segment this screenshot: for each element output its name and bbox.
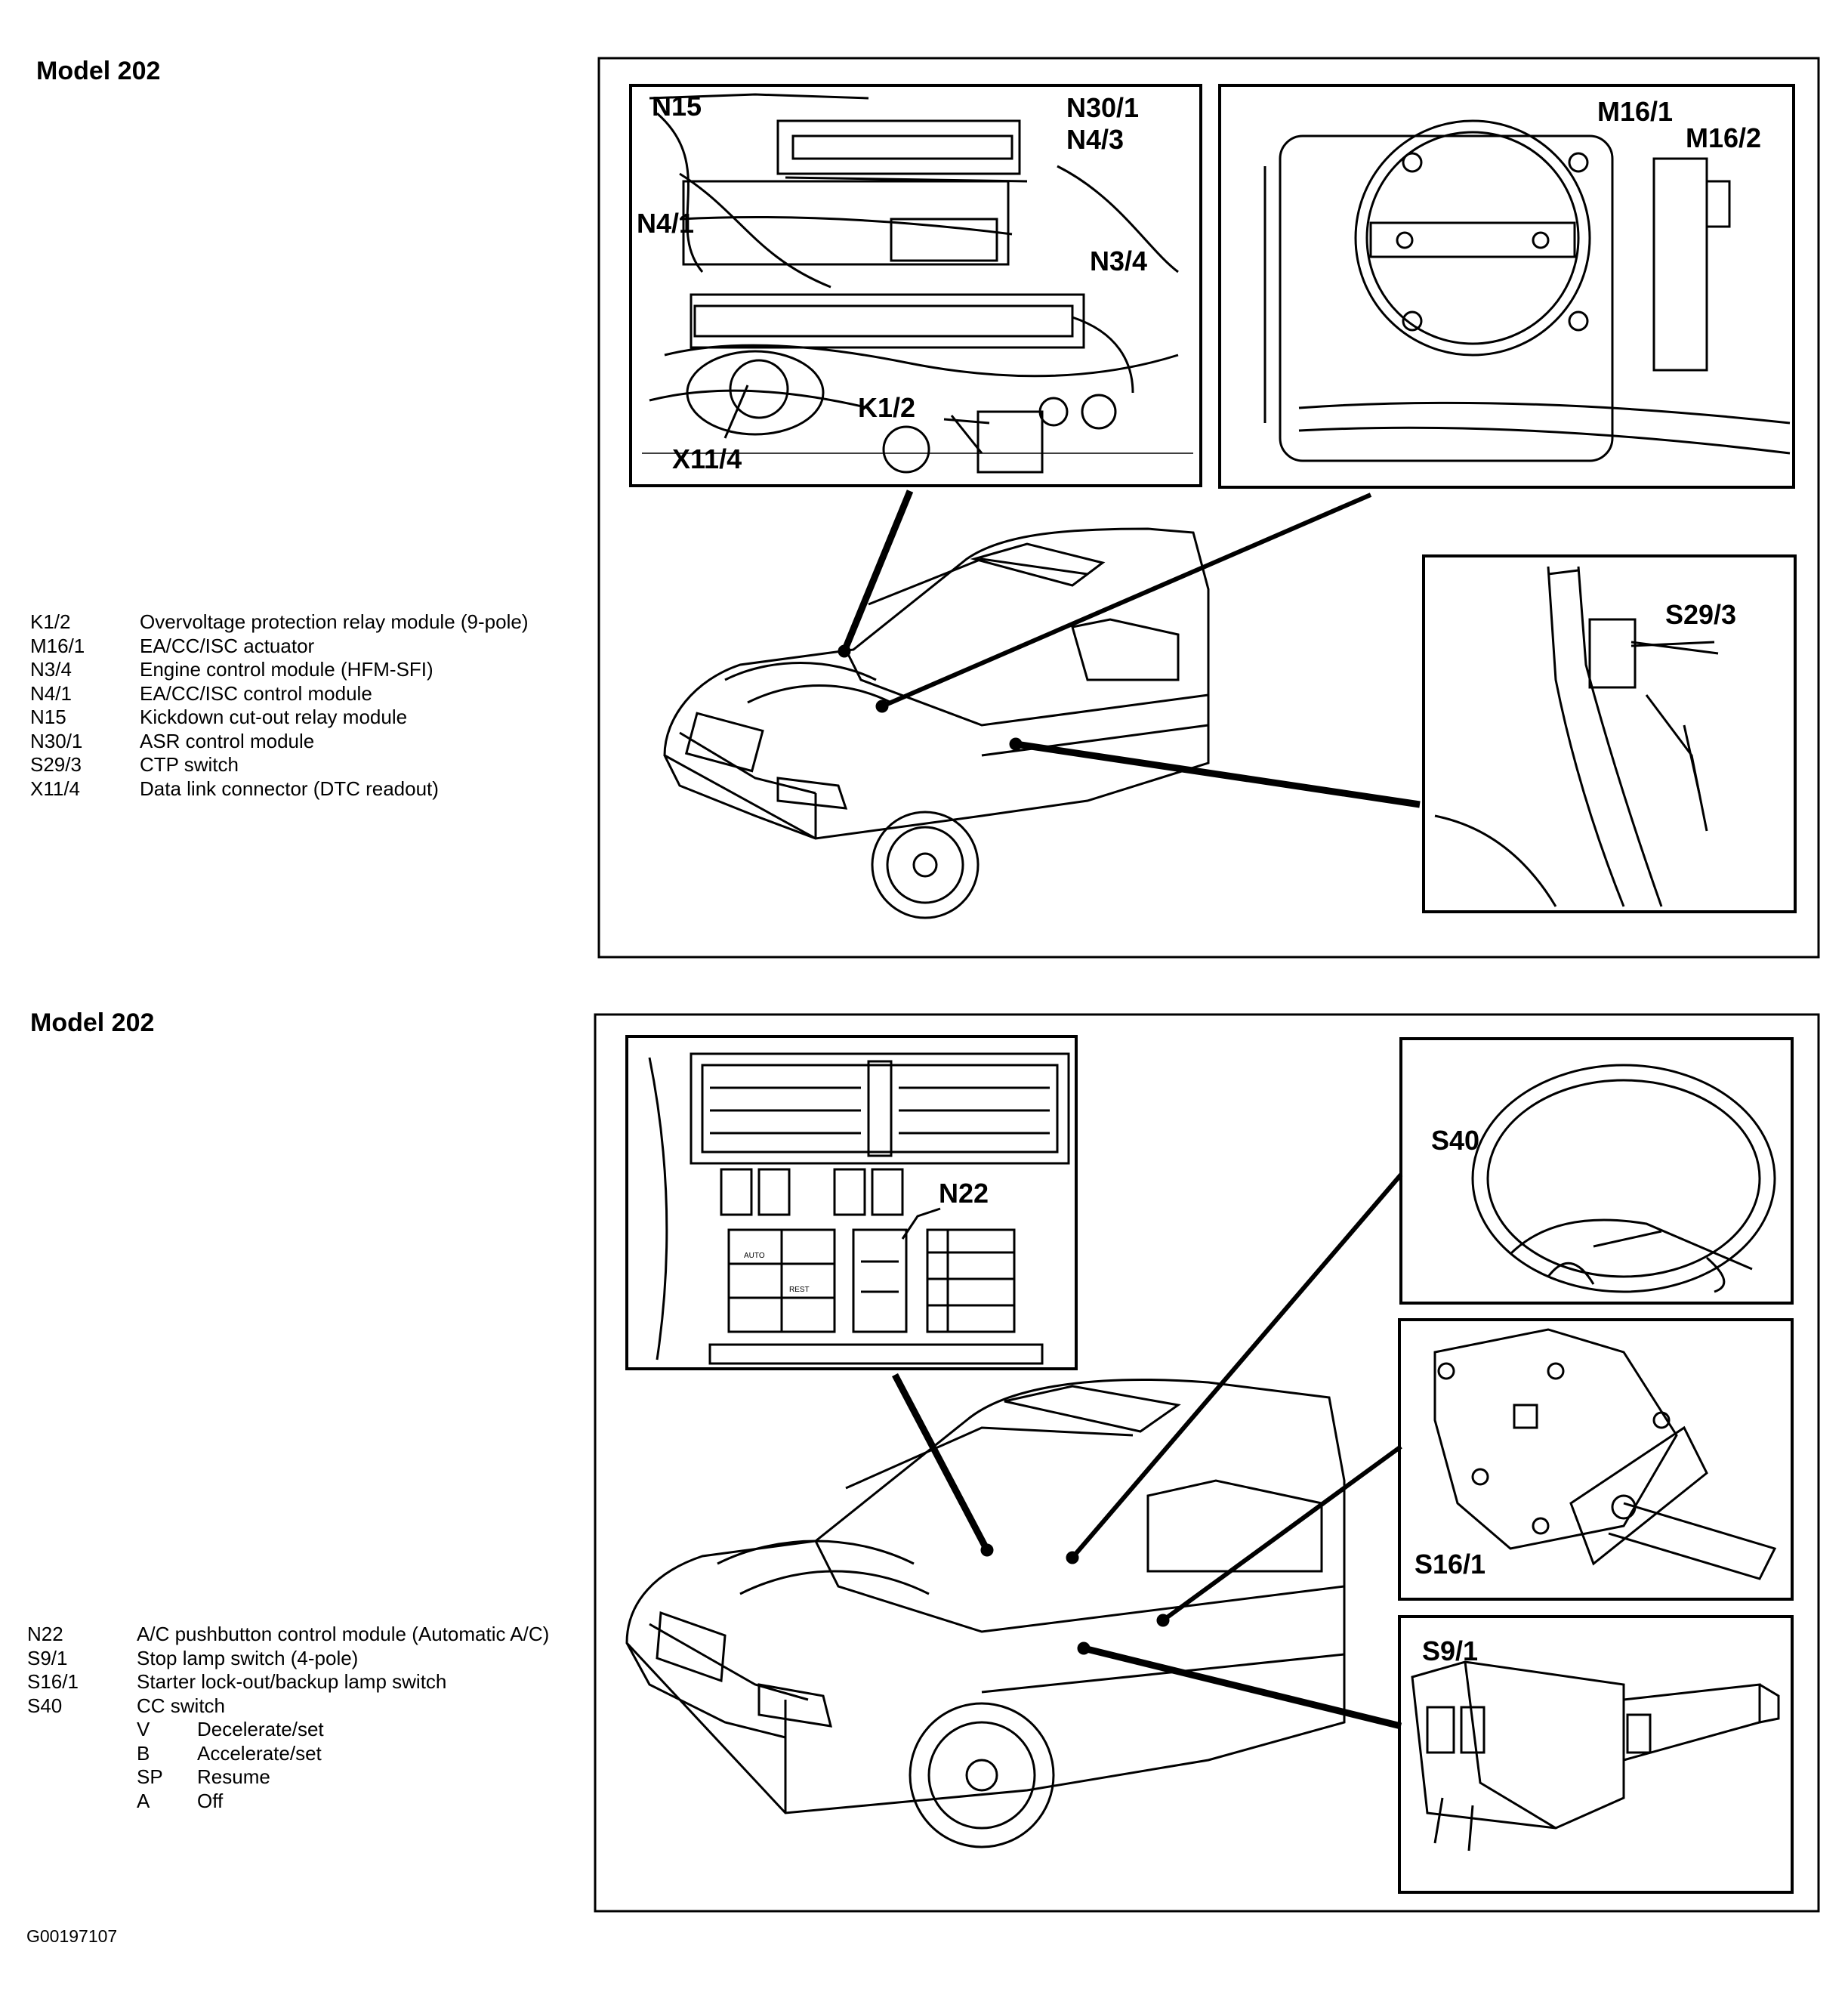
callout-x11-4: X11/4 (672, 443, 742, 474)
leader-line-pedal (1015, 740, 1421, 808)
steering-wheel-inset (1399, 1037, 1794, 1305)
leader-line-ac-panel (892, 1373, 990, 1552)
legend-desc: CTP switch (140, 753, 239, 776)
leader-line-stop-lamp (1082, 1645, 1402, 1730)
legend-item: K1/2 Overvoltage protection relay module … (30, 610, 574, 635)
callout-s29-3: S29/3 (1665, 599, 1736, 630)
callout-k1-2: K1/2 (858, 392, 915, 423)
legend-code: S16/1 (27, 1670, 79, 1693)
legend-desc: EA/CC/ISC control module (140, 681, 372, 705)
legend-item: S29/3 CTP switch (30, 753, 574, 777)
top-outer-frame (597, 57, 1820, 959)
legend-item: N15 Kickdown cut-out relay module (30, 706, 574, 730)
legend-item: N22 A/C pushbutton control module (Automa… (27, 1623, 586, 1647)
legend-item: N3/4 Engine control module (HFM-SFI) (30, 658, 574, 682)
throttle-body-inset (1218, 84, 1795, 489)
legend-code: N3/4 (30, 658, 72, 681)
starter-switch-inset (1398, 1318, 1794, 1601)
callout-s16-1: S16/1 (1415, 1549, 1485, 1580)
leader-line-throttle (881, 493, 1372, 709)
leader-line-steering (1070, 1173, 1403, 1559)
legend-desc: EA/CC/ISC actuator (140, 634, 315, 657)
car-illustration-top (663, 527, 1210, 919)
legend-code: N4/1 (30, 681, 72, 705)
legend-item: S9/1 Stop lamp switch (4-pole) (27, 1647, 586, 1671)
callout-s9-1: S9/1 (1422, 1635, 1478, 1666)
callout-n4-1: N4/1 (637, 208, 694, 239)
sub-legend-desc: Off (197, 1789, 224, 1812)
callout-n30-1: N30/1 (1066, 92, 1139, 123)
leader-line-starter (1162, 1444, 1402, 1623)
figure-id: G00197107 (26, 1926, 118, 1946)
sub-legend-desc: Decelerate/set (197, 1718, 324, 1740)
car-illustration-bottom (625, 1379, 1346, 1848)
legend-code: M16/1 (30, 634, 85, 657)
ac-panel-inset (625, 1035, 1078, 1370)
legend-code: S9/1 (27, 1646, 68, 1669)
legend-item: S40 CC switch (27, 1694, 586, 1719)
bottom-outer-frame (594, 1013, 1820, 1913)
bottom-model-title: Model 202 (30, 1008, 155, 1037)
legend-item: N4/1 EA/CC/ISC control module (30, 682, 574, 706)
legend-code: N15 (30, 706, 66, 728)
stop-lamp-switch-inset (1398, 1615, 1794, 1894)
sub-legend-code: B (137, 1741, 150, 1765)
callout-n15: N15 (652, 91, 702, 122)
legend-item: X11/4 Data link connector (DTC readout) (30, 777, 574, 801)
sub-legend-item: SP Resume (27, 1765, 586, 1790)
legend-desc: A/C pushbutton control module (Automatic… (137, 1623, 550, 1645)
callout-m16-1: M16/1 (1597, 96, 1673, 127)
legend-item: S16/1 Starter lock-out/backup lamp switch (27, 1670, 586, 1694)
ac-rest-label: REST (789, 1286, 810, 1294)
legend-code: N22 (27, 1623, 63, 1645)
callout-n3-4: N3/4 (1090, 246, 1147, 276)
bottom-legend: N22 A/C pushbutton control module (Automa… (27, 1623, 586, 1813)
legend-code: N30/1 (30, 729, 83, 752)
callout-n22: N22 (939, 1178, 989, 1209)
sub-legend-item: B Accelerate/set (27, 1742, 586, 1766)
top-model-title: Model 202 (36, 57, 161, 85)
sub-legend-code: A (137, 1789, 150, 1812)
legend-item: M16/1 EA/CC/ISC actuator (30, 635, 574, 659)
callout-n4-3: N4/3 (1066, 124, 1124, 155)
legend-item: N30/1 ASR control module (30, 730, 574, 754)
legend-desc: Engine control module (HFM-SFI) (140, 658, 433, 681)
legend-desc: Starter lock-out/backup lamp switch (137, 1670, 447, 1693)
sub-legend-item: V Decelerate/set (27, 1718, 586, 1742)
callout-m16-2: M16/2 (1686, 122, 1761, 153)
sub-legend-desc: Resume (197, 1765, 270, 1788)
legend-desc: Kickdown cut-out relay module (140, 706, 408, 728)
sub-legend-desc: Accelerate/set (197, 1741, 322, 1765)
legend-code: S40 (27, 1694, 63, 1717)
top-legend: K1/2 Overvoltage protection relay module … (30, 610, 574, 801)
legend-code: X11/4 (30, 777, 81, 800)
legend-desc: Stop lamp switch (4-pole) (137, 1646, 359, 1669)
sub-legend-item: A Off (27, 1790, 586, 1814)
sub-legend-code: SP (137, 1765, 163, 1788)
legend-desc: Data link connector (DTC readout) (140, 777, 439, 800)
top-diagram: N15 N30/1 N4/3 N4/1 N3/4 K1/2 X11/4 M16/… (597, 57, 1820, 959)
ac-auto-label: AUTO (744, 1252, 765, 1260)
legend-desc: CC switch (137, 1694, 226, 1717)
sub-legend-code: V (137, 1718, 150, 1740)
legend-desc: ASR control module (140, 729, 315, 752)
pedal-inset (1422, 554, 1797, 913)
engine-bay-inset (629, 84, 1202, 487)
leader-line-engine-bay (841, 490, 914, 653)
legend-code: K1/2 (30, 610, 71, 633)
legend-desc: Overvoltage protection relay module (9-p… (140, 610, 529, 633)
callout-s40: S40 (1431, 1125, 1479, 1156)
bottom-diagram: AUTO REST N22 S40 S16/1 S9/1 (594, 1013, 1820, 1913)
legend-code: S29/3 (30, 753, 82, 776)
